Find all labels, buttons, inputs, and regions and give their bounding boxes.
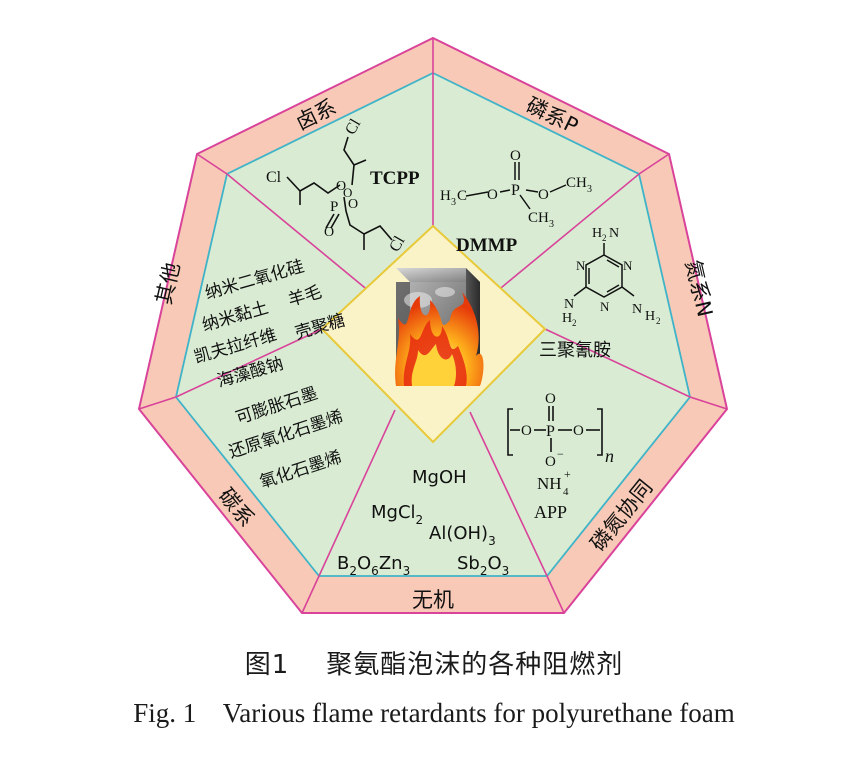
dmmp-atom-o-right: O [538,187,549,203]
app-atom-nh-sub: 4 [563,486,569,498]
melamine-atom-n-ring-1: N [623,258,633,273]
inorganic-item-sb2o3: Sb2O3 [457,553,509,578]
app-atom-nh: NH [537,474,562,493]
app-charge-minus: − [557,447,564,461]
dmmp-label: DMMP [456,235,518,256]
tcpp-atom-o-4: O [343,185,352,200]
inorganic-item-mgoh: MgOH [412,467,467,488]
app-structure [507,406,603,456]
melamine-atom-n-left: N [564,297,574,312]
melamine-atom-n-ring-2: N [576,258,586,273]
melamine-atom-h-right-sub: 2 [656,316,661,326]
melamine-label: 三聚氰胺 [539,340,611,361]
melamine-structure [573,243,635,298]
melamine-atom-h2-top-sub: 2 [602,233,607,243]
tcpp-atom-o-2: O [348,197,358,212]
dmmp-atom-c: C [457,188,467,204]
tcpp-atom-o-3: O [324,225,334,240]
app-atom-o-left: O [521,423,532,439]
sector-dividers [175,73,691,577]
dmmp-atom-ch-right: CH [566,175,587,191]
caption-cn-text: 聚氨酯泡沫的各种阻燃剂 [326,650,624,680]
flame-retardant-heptagon-diagram: 卤系 磷系P 氮系N 磷氮协同 无机 碳系 其他 Cl Cl Cl O O O … [137,36,729,614]
sector-title-inorganic: 无机 [412,588,454,612]
tcpp-label: TCPP [370,168,420,189]
melamine-atom-h2-top: H [592,226,602,241]
dmmp-atom-o-top: O [510,148,521,164]
corner-connectors [138,38,728,614]
figure-caption-english: Fig. 1 Various flame retardants for poly… [0,698,868,729]
dmmp-atom-p: P [511,182,520,199]
caption-cn-number: 图1 [244,650,290,680]
figure-caption-chinese: 图1 聚氨酯泡沫的各种阻燃剂 [0,644,868,681]
inorganic-item-aloh3: Al(OH)3 [429,523,496,548]
melamine-atom-h-right: H [645,309,655,324]
app-label: APP [534,502,567,522]
dmmp-atom-h-sub: 3 [451,197,456,208]
tcpp-structure [286,136,393,250]
inorganic-item-mgcl2: MgCl2 [371,502,423,527]
app-repeat-n: n [605,446,614,466]
caption-en-text: Various flame retardants for polyurethan… [222,698,735,728]
melamine-atom-n-ring-3: N [600,299,610,314]
app-atom-o-right: O [573,423,584,439]
app-atom-o-bottom: O [545,454,556,470]
burning-foam-cube-image [395,268,484,386]
melamine-atom-n-top: N [609,226,619,241]
dmmp-atom-o-left: O [487,187,498,203]
dmmp-structure [465,162,567,210]
dmmp-atom-ch-bottom: CH [528,210,549,226]
inorganic-item-b2o6zn3: B2O6Zn3 [337,553,410,578]
melamine-atom-n-right: N [632,302,642,317]
melamine-atom-h-left: H [562,311,572,326]
dmmp-atom-h: H [440,188,451,204]
dmmp-atom-ch-bottom-sub: 3 [549,219,554,230]
caption-en-number: Fig. 1 [133,698,197,728]
tcpp-atom-p: P [330,199,338,215]
app-atom-p: P [546,423,555,440]
tcpp-atom-cl-1: Cl [266,169,282,186]
inorganic-list: MgOH MgCl2 Al(OH)3 B2O6Zn3 Sb2O3 [337,467,509,578]
dmmp-atom-ch-right-sub: 3 [587,184,592,195]
tcpp-atom-o-1: O [336,179,346,194]
melamine-atom-h-left-sub: 2 [572,318,577,328]
app-atom-o-top: O [545,391,556,407]
app-charge-plus: + [564,467,571,481]
